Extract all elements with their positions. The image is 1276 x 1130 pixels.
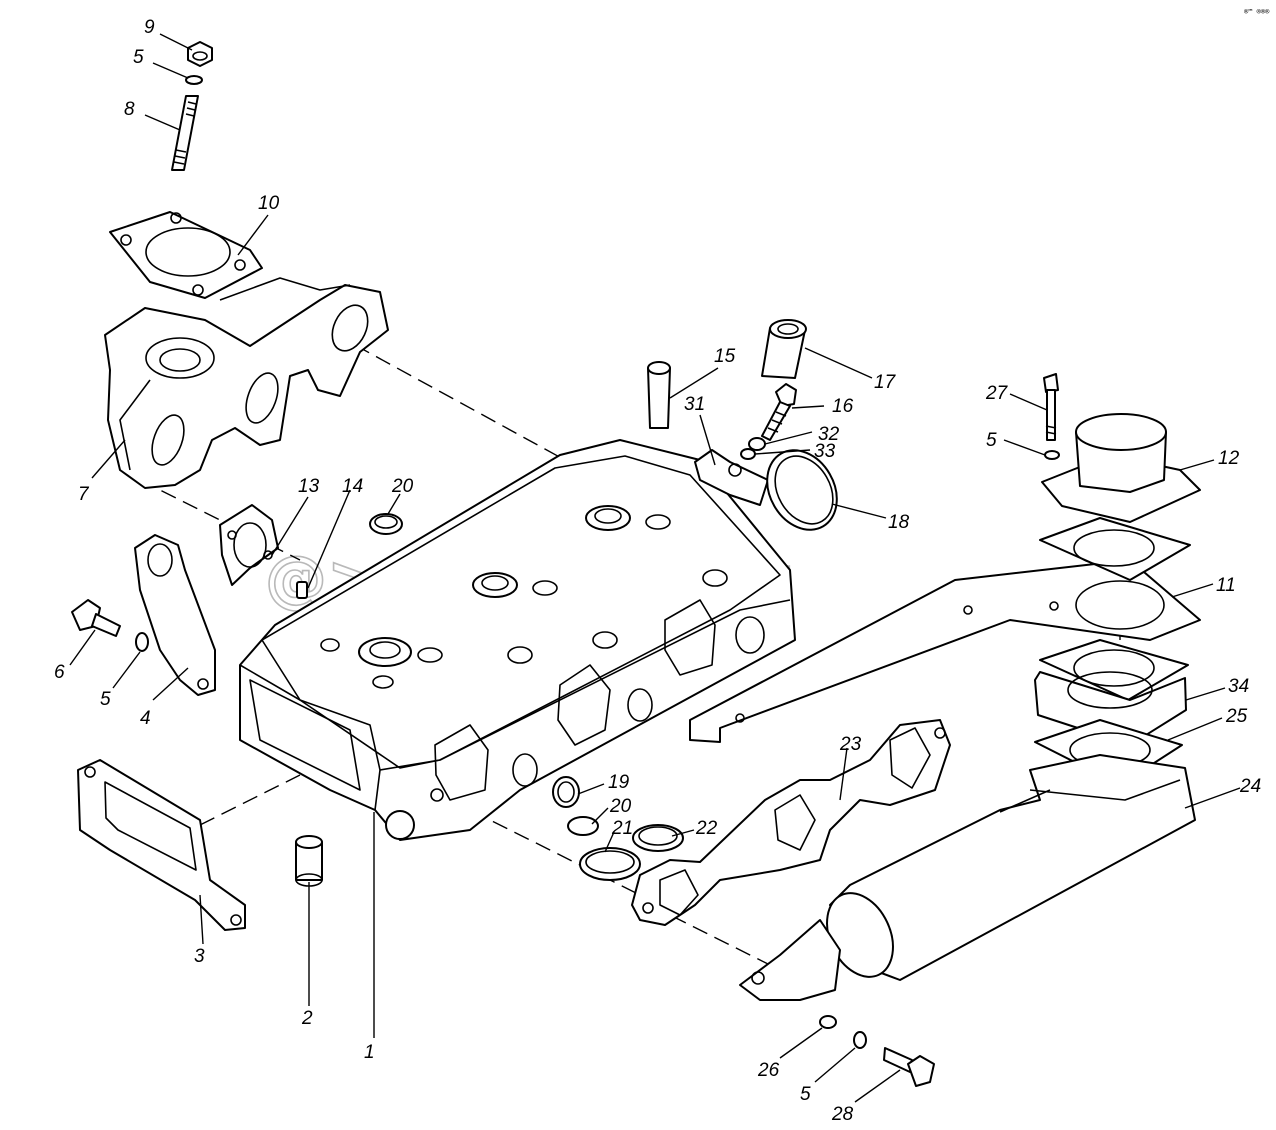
callout-17: 17 [874, 372, 897, 393]
seal-part-21 [579, 847, 641, 881]
clamp-part-31 [694, 449, 769, 506]
bracket-part-4 [134, 534, 216, 696]
seal-part-22 [632, 824, 684, 852]
sleeve-part-17 [761, 319, 807, 379]
muffler-part-24 [739, 754, 1196, 1001]
callout-32: 32 [818, 424, 840, 445]
callout-14: 14 [342, 476, 363, 497]
washer-part-5-left [135, 632, 149, 652]
bolt-part-6 [71, 599, 121, 637]
gasket-stack-upper [1039, 517, 1191, 581]
callout-1: 1 [364, 1042, 375, 1063]
callout-labels: 9 5 8 10 7 13 14 20 6 5 4 3 2 1 15 17 16… [54, 17, 1261, 1125]
callout-25: 25 [1225, 706, 1248, 727]
callout-21: 21 [611, 818, 633, 839]
callout-26: 26 [757, 1060, 780, 1081]
callout-19: 19 [608, 772, 630, 793]
gasket-part-23 [631, 719, 951, 926]
seal-part-19 [552, 776, 580, 808]
callout-10: 10 [258, 193, 280, 214]
callout-16: 16 [832, 396, 854, 417]
gasket-part-3 [77, 759, 246, 931]
callout-11: 11 [1216, 575, 1236, 596]
bolt-part-16 [761, 383, 797, 441]
pin-part-14 [296, 581, 308, 599]
callout-4: 4 [140, 708, 151, 729]
callout-6: 6 [54, 662, 65, 683]
callout-18: 18 [888, 512, 910, 533]
callout-2: 2 [301, 1008, 313, 1029]
washer-part-33 [740, 448, 756, 460]
seal-part-20-upper [369, 513, 403, 535]
callout-23: 23 [839, 734, 862, 755]
gasket-part-13 [219, 504, 279, 586]
callout-20-lower: 20 [609, 796, 632, 817]
bolt-part-27 [1043, 373, 1059, 441]
leader-lines [69, 33, 1241, 1103]
manifold-part-7 [104, 277, 389, 489]
washer-part-5-top [185, 75, 203, 85]
flange-part-12 [1041, 413, 1201, 523]
spacer-part-34 [1034, 671, 1187, 746]
seal-part-20-lower [567, 816, 599, 836]
callout-5-bottom: 5 [800, 1084, 811, 1105]
callout-28: 28 [831, 1104, 854, 1125]
washer-part-5-right [1044, 450, 1060, 460]
cylinder-head-part-1 [239, 439, 796, 841]
callout-24: 24 [1239, 776, 1261, 797]
callout-5-right: 5 [986, 430, 997, 451]
callout-15: 15 [714, 346, 736, 367]
callout-33: 33 [814, 441, 836, 462]
washer-part-32 [748, 437, 766, 451]
plate-part-11 [689, 559, 1201, 743]
callout-13: 13 [298, 476, 320, 497]
pin-part-15 [647, 361, 671, 429]
callout-20-upper: 20 [391, 476, 414, 497]
callout-22: 22 [695, 818, 718, 839]
callout-5-top: 5 [133, 47, 144, 68]
callout-9: 9 [144, 17, 155, 38]
callout-8: 8 [124, 99, 135, 120]
callout-27: 27 [985, 383, 1009, 404]
bolt-part-28 [883, 1047, 935, 1087]
callout-12: 12 [1218, 448, 1240, 469]
callout-3: 3 [194, 946, 205, 967]
callout-34: 34 [1228, 676, 1249, 697]
washer-part-5-bottom [853, 1031, 867, 1049]
callout-7: 7 [78, 484, 90, 505]
cover-part-18 [766, 449, 838, 531]
corner-mark: ®™ ®®® [1244, 8, 1270, 16]
nut-part-9 [187, 41, 213, 67]
callout-5-left: 5 [100, 689, 111, 710]
callout-31: 31 [684, 394, 705, 415]
washer-part-26 [819, 1015, 837, 1029]
gasket-part-10 [109, 211, 263, 299]
dowel-part-2 [295, 835, 323, 887]
stud-part-8 [171, 95, 199, 171]
